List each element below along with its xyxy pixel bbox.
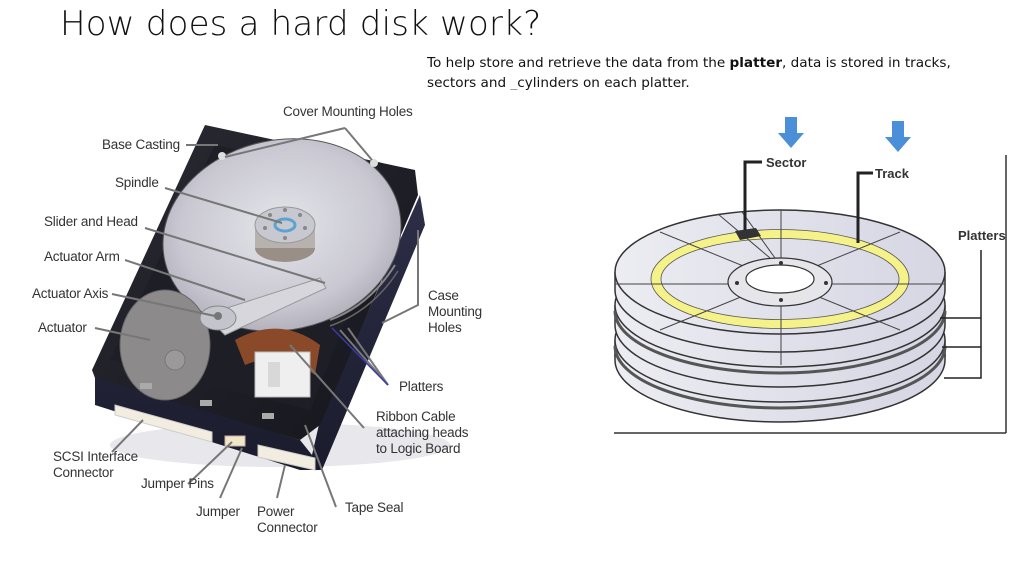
label-line: Case	[428, 288, 459, 303]
label-line: Connector	[53, 465, 114, 480]
label-actuator-axis: Actuator Axis	[32, 286, 109, 301]
label-power-connector: Power Connector	[257, 504, 318, 536]
spindle-hub	[273, 217, 297, 233]
connector-block	[254, 351, 311, 398]
label-line: Holes	[428, 320, 462, 335]
label-line: Mounting	[428, 304, 482, 319]
cover-mounting-hole	[370, 159, 378, 167]
label-line: Ribbon Cable	[376, 409, 456, 424]
description-underscore: _	[510, 75, 518, 91]
platter-edge	[329, 264, 396, 321]
label-slider-and-head: Slider and Head	[44, 214, 138, 229]
label-line: SCSI Interface	[53, 449, 138, 464]
label-jumper-pins: Jumper Pins	[141, 476, 214, 491]
label-line: Power	[257, 504, 295, 519]
label-base-casting: Base Casting	[102, 137, 180, 152]
description-text: sectors and	[427, 75, 511, 91]
power-connector	[257, 444, 316, 471]
description-bold-term: platter	[729, 55, 783, 71]
connector-detail	[268, 362, 280, 387]
label-ribbon-cable: Ribbon Cable attaching heads to Logic Bo…	[376, 409, 469, 457]
label-tape-seal: Tape Seal	[345, 500, 404, 515]
slide-description: To help store and retrieve the data from…	[427, 53, 1024, 93]
actuator	[119, 289, 211, 401]
label-scsi-interface-connector: SCSI Interface Connector	[53, 449, 138, 481]
label-track: Track	[875, 166, 909, 181]
jumper-block	[224, 435, 246, 447]
scsi-connector	[114, 404, 213, 443]
actuator-axis-pin	[214, 312, 222, 320]
callout-lines	[94, 127, 419, 508]
label-actuator: Actuator	[38, 320, 87, 335]
label-spindle: Spindle	[115, 175, 159, 190]
platter-edge	[329, 270, 399, 327]
label-platters-diagram: Platters	[958, 228, 1006, 243]
label-cover-mounting-holes: Cover Mounting Holes	[283, 104, 413, 119]
case-labels	[140, 383, 274, 419]
label-line: Connector	[257, 520, 318, 535]
description-text: , data is stored in tracks,	[782, 55, 951, 71]
label-jumper: Jumper	[196, 504, 240, 519]
description-text: To help store and retrieve the data from…	[427, 55, 730, 71]
label-actuator-arm: Actuator Arm	[44, 249, 120, 264]
label-line: to Logic Board	[376, 441, 461, 456]
description-text: cylinders on each platter.	[517, 75, 690, 91]
platter-callout-lines	[331, 327, 389, 386]
actuator-boss	[164, 349, 186, 371]
spindle-screws	[263, 208, 307, 240]
slide-title: How does a hard disk work?	[60, 4, 542, 44]
label-platters: Platters	[399, 379, 444, 394]
label-sector: Sector	[766, 155, 807, 170]
label-case-mounting-holes: Case Mounting Holes	[428, 288, 482, 336]
cover-mounting-hole	[218, 152, 226, 160]
label-line: attaching heads	[376, 425, 469, 440]
